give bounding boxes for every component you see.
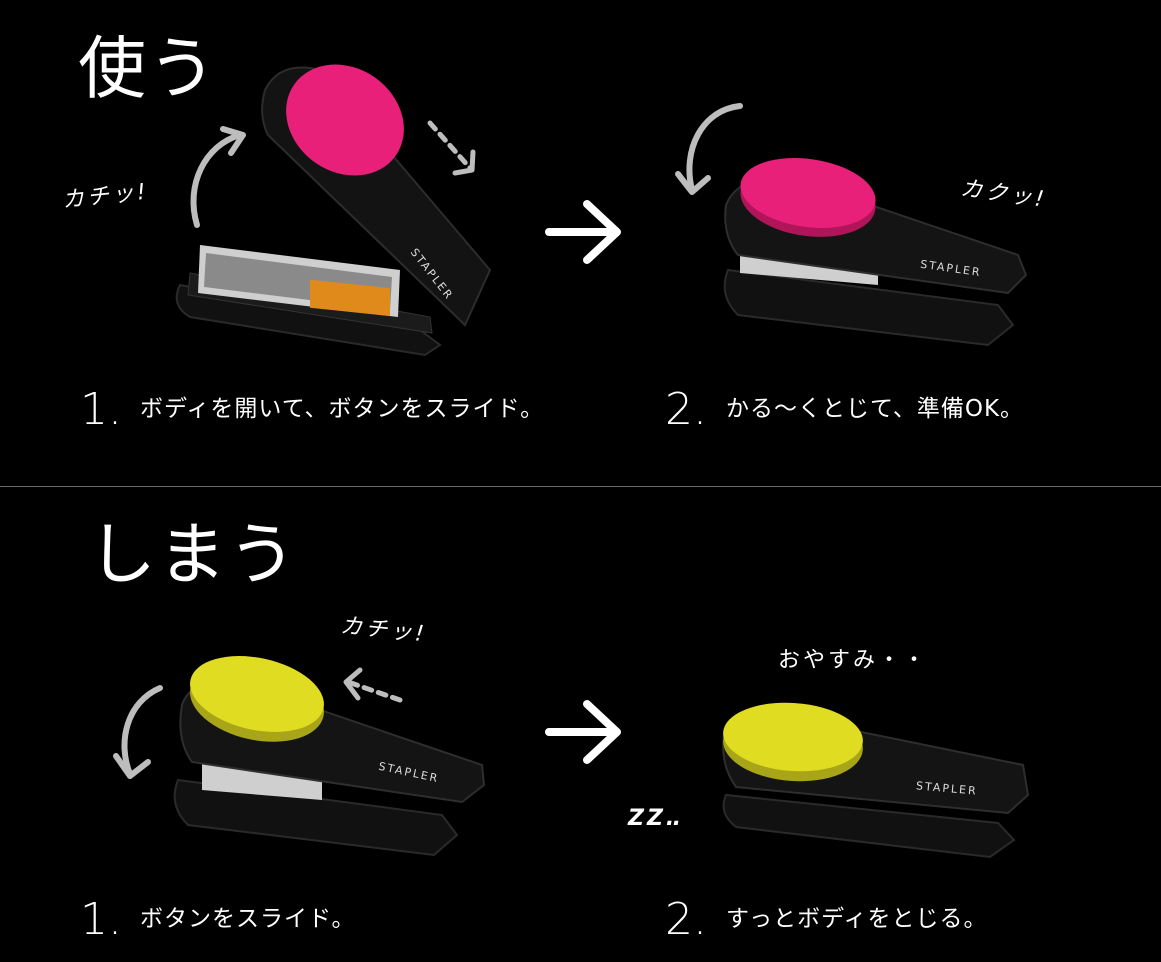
stapler-ready-pink-illustration [723,158,1028,347]
section-title-store: しまう [88,516,299,595]
step-text: すっとボディをとじる。 [726,906,988,932]
sound-effect-click: カチッ! [338,613,428,648]
stapler-closed-yellow-illustration [722,702,1030,859]
section-divider [0,486,1161,487]
step-number: 1. [80,894,122,945]
section-title-use: 使う [78,30,219,109]
next-step-arrow-icon [545,700,621,764]
step-number: 1. [80,384,122,435]
step-number: 2. [665,894,707,945]
step-text: ボディを開いて、ボタンをスライド。 [140,396,545,422]
sound-effect-click: カチッ! [60,179,150,214]
curved-arrow-down-icon [675,103,743,195]
step-text: ボタンをスライド。 [140,906,356,932]
step-text: かる〜くとじて、準備OK。 [726,396,1025,422]
dashed-arrow-down-icon [427,120,476,176]
curved-arrow-down-icon [113,685,163,779]
sound-effect-sleep: ZZ‥ [628,806,684,831]
stapler-open-pink-illustration [175,64,492,357]
dashed-arrow-left-icon [343,667,403,703]
stapler-slide-yellow-illustration [173,656,486,857]
curved-arrow-up-icon [190,126,246,228]
step-number: 2. [665,384,707,435]
sound-effect-goodnight: おやすみ・・ [778,648,929,673]
next-step-arrow-icon [545,200,621,264]
